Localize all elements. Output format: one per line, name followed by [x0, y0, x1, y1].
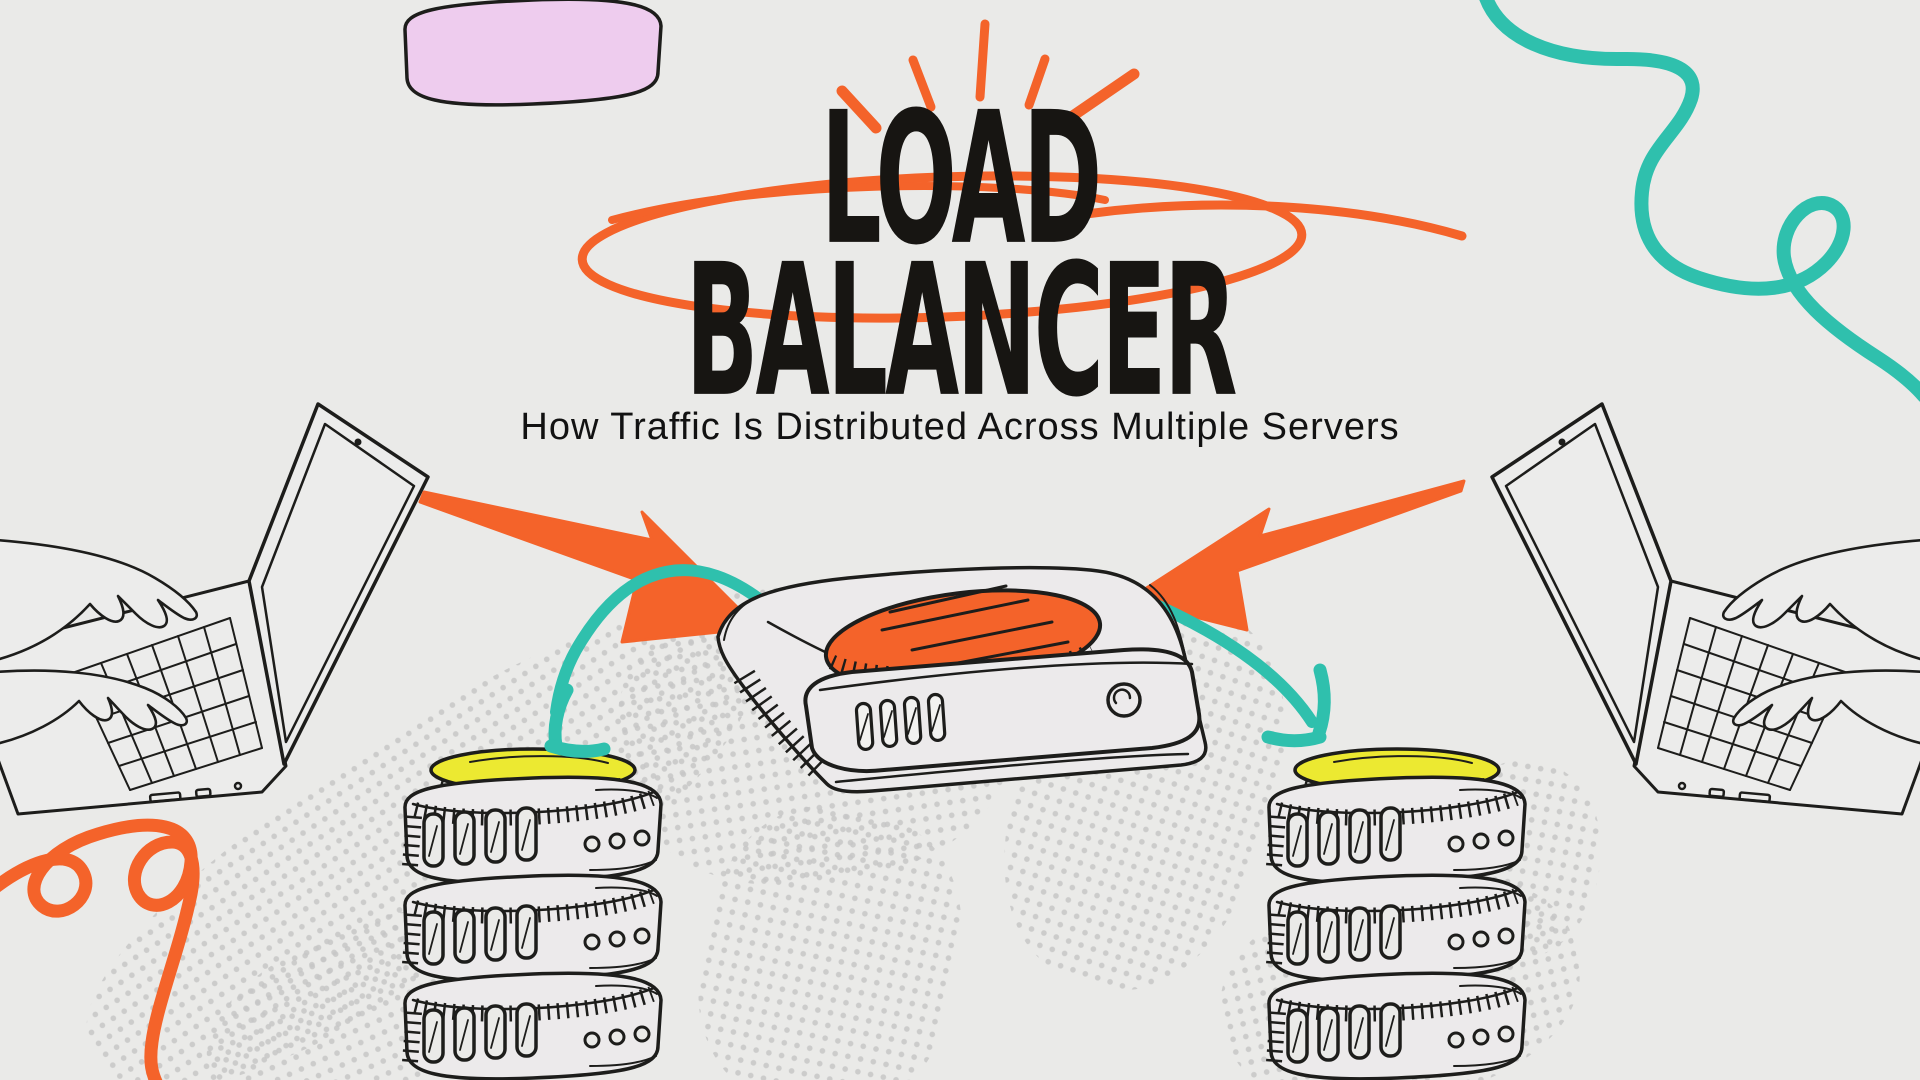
title-scribble-ellipse — [577, 171, 1467, 323]
title-burst-icon — [836, 19, 1140, 134]
server-tier — [402, 971, 663, 1080]
typing-hands — [0, 539, 199, 745]
server-stack-right — [1269, 749, 1525, 1079]
server-tier — [402, 873, 663, 983]
request-arrow-right — [1126, 479, 1466, 632]
request-arrow-left — [418, 490, 760, 644]
server-tier — [402, 775, 663, 885]
server-stack-left — [402, 747, 663, 1080]
laptop-screen-inner — [260, 422, 416, 744]
server-tier-body — [403, 0, 663, 107]
laptop-left — [0, 402, 430, 816]
load-balancer-device — [716, 565, 1208, 794]
orange-squiggle-decoration — [0, 818, 200, 1080]
laptop-screen — [247, 402, 430, 766]
laptop-right — [1490, 402, 1920, 816]
laptop-ports — [148, 781, 243, 804]
distribute-arrow-left — [544, 564, 774, 758]
webcam-icon — [354, 438, 362, 446]
teal-squiggle-decoration — [1479, 0, 1920, 402]
